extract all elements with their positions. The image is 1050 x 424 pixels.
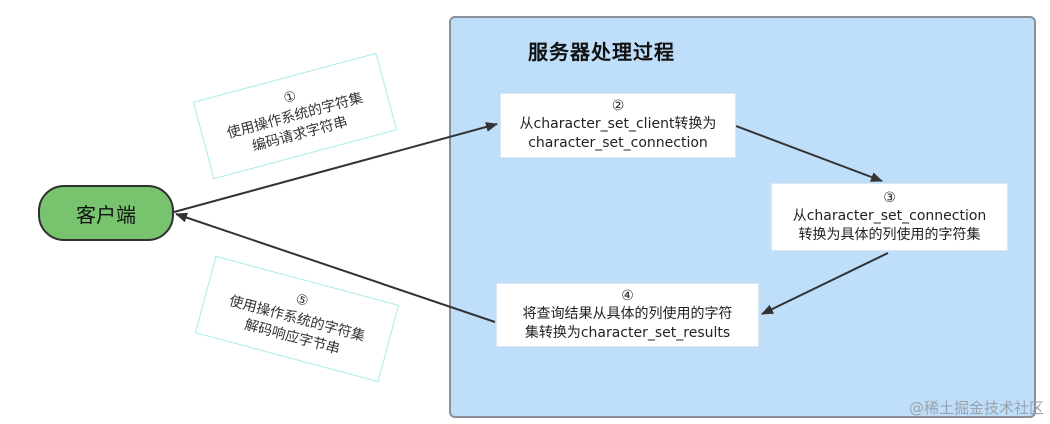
step-3-line-1: 从character_set_connection <box>792 207 987 224</box>
step-4-line-2: 集转换为character_set_results <box>524 324 731 341</box>
arrow-step3-to-step4 <box>761 252 889 315</box>
step-2-box: ② 从character_set_client转换为 character_set… <box>500 93 736 158</box>
step-3-number: ③ <box>883 189 896 206</box>
watermark: @稀土掘金技术社区 <box>908 399 1044 417</box>
step-4-number: ④ <box>621 287 634 304</box>
step-4-line-1: 将查询结果从具体的列使用的字符 <box>522 305 733 322</box>
panel-title: 服务器处理过程 <box>528 40 675 64</box>
step-2-line-1: 从character_set_client转换为 <box>519 116 717 132</box>
step-3-line-2: 转换为具体的列使用的字符集 <box>798 226 981 243</box>
client-node[interactable]: 客户端 <box>38 185 174 241</box>
arrow-client-to-step2 <box>173 122 498 213</box>
arrow-step4-to-client <box>175 212 496 323</box>
arrow-step2-to-step3 <box>735 125 883 182</box>
step-2-line-2: character_set_connection <box>528 135 708 151</box>
step-3-box: ③ 从character_set_connection 转换为具体的列使用的字符… <box>771 183 1008 251</box>
step-2-number: ② <box>611 98 625 114</box>
step-4-box: ④ 将查询结果从具体的列使用的字符 集转换为character_set_resu… <box>496 283 759 347</box>
client-label: 客户端 <box>76 202 136 227</box>
